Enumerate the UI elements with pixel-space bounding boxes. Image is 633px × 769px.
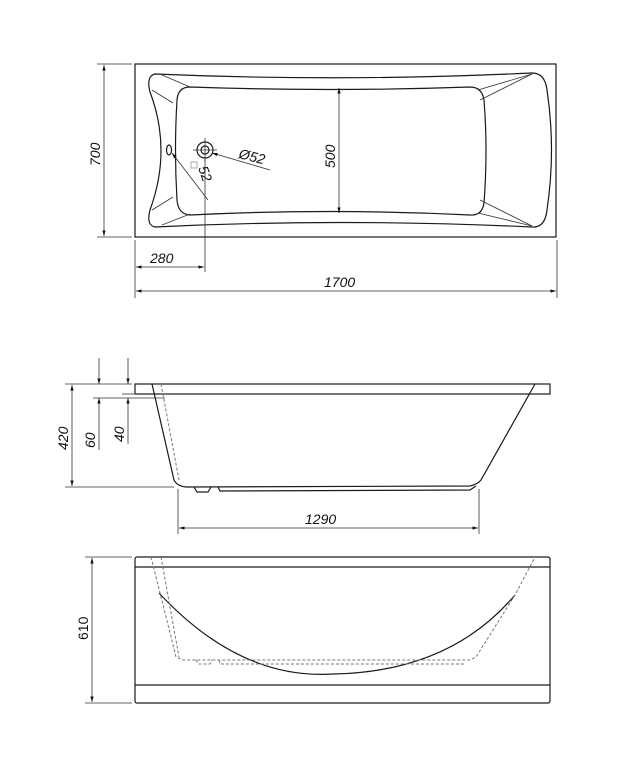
bottom-length-label: 1290 xyxy=(305,511,336,527)
diameter-leader xyxy=(211,152,271,171)
tub-rim-contour xyxy=(148,72,553,228)
rim-depth-b-label: 40 xyxy=(111,426,127,442)
square-symbol-icon xyxy=(190,161,198,169)
side-view: 420 60 40 1290 xyxy=(55,358,551,534)
overflow-leader xyxy=(171,152,209,201)
rim-depth-a-label: 60 xyxy=(82,432,98,448)
drain-diameter-label: Ø52 xyxy=(236,145,267,167)
drain-offset-label: 280 xyxy=(149,250,174,266)
front-view: 610 xyxy=(75,556,551,704)
inner-width-label: 500 xyxy=(322,144,338,168)
tub-outline-top xyxy=(134,63,557,238)
panel-arc xyxy=(158,592,516,675)
panel-height-label: 610 xyxy=(75,616,91,640)
tub-feet-side xyxy=(193,485,477,493)
overflow-icon xyxy=(165,144,173,156)
length-label: 1700 xyxy=(324,274,355,290)
tub-body-side xyxy=(151,383,536,488)
contour-facets xyxy=(151,73,533,227)
front-panel xyxy=(134,556,551,704)
tub-rim-side xyxy=(134,383,551,395)
width-label: 700 xyxy=(87,142,103,166)
height-label: 420 xyxy=(55,426,71,450)
top-view: Ø52 52 500 700 280 1700 xyxy=(87,63,558,298)
